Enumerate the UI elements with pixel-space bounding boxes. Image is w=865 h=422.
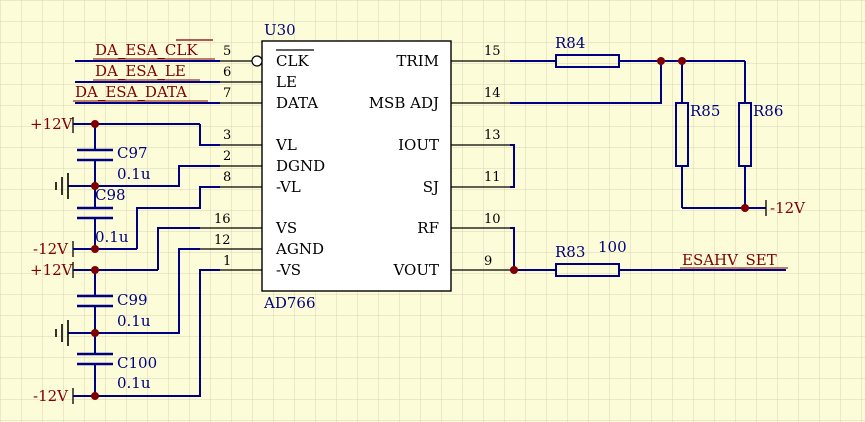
c98-value: 0.1u <box>95 228 129 246</box>
pin-name-vout: VOUT <box>392 261 439 279</box>
pin-name-sj: SJ <box>423 178 439 196</box>
digital-input-nets: DA_ESA_CLK DA_ESA_LE DA_ESA_DATA <box>73 39 220 104</box>
pin-number-15: 15 <box>484 44 501 59</box>
c100-ref[interactable]: C100 <box>117 354 157 372</box>
wire-to-neg-vl <box>136 186 220 249</box>
junction-r85-top <box>678 57 686 65</box>
junction-r86-bottom <box>741 204 749 212</box>
pin-number-10: 10 <box>484 212 501 227</box>
pin-name-vs: VS <box>275 219 297 237</box>
c97-ref[interactable]: C97 <box>117 144 148 162</box>
pin-name-clk: CLK <box>276 52 309 70</box>
pin-number-8: 8 <box>223 170 231 185</box>
junction-trim-msb <box>657 57 665 65</box>
pin-number-3: 3 <box>223 128 231 143</box>
chip-part-number: AD766 <box>263 294 316 312</box>
pin-name-trim: TRIM <box>396 52 439 70</box>
r84-ref: R84 <box>555 34 585 52</box>
pin-name-neg-vs: -VS <box>276 261 301 279</box>
power-label-m12-bottom[interactable]: -12V <box>33 387 69 405</box>
pin-number-2: 2 <box>223 149 231 164</box>
wire-to-vs <box>157 227 200 270</box>
wire-agnd <box>95 248 200 334</box>
junction-gnd1 <box>91 182 99 190</box>
power-label-p12-top[interactable]: +12V <box>30 115 74 133</box>
pin-name-agnd: AGND <box>275 240 324 258</box>
c100-value: 0.1u <box>117 374 151 392</box>
power-label-p12-bottom[interactable]: +12V <box>30 261 74 279</box>
wire-to-neg-vs <box>73 269 220 397</box>
pin-name-data: DATA <box>276 94 318 112</box>
c99-value: 0.1u <box>117 312 151 330</box>
pin-number-13: 13 <box>484 128 501 143</box>
pin-number-14: 14 <box>484 86 501 101</box>
c98-ref[interactable]: C98 <box>95 186 126 204</box>
junction-gnd2 <box>91 329 99 337</box>
pin-name-le: LE <box>276 73 297 91</box>
net-label-data[interactable]: DA_ESA_DATA <box>75 83 187 101</box>
chip-u30[interactable]: U30 AD766 CLK LE DATA VL DGND -VL VS AGN… <box>200 21 510 312</box>
r83-ref: R83 <box>555 243 585 261</box>
net-label-le[interactable]: DA_ESA_LE <box>95 62 186 80</box>
junction-m12-bottom <box>91 392 99 400</box>
pin-number-9: 9 <box>484 254 492 269</box>
junction-m12-mid <box>91 245 99 253</box>
wire-iout-sj <box>510 144 515 188</box>
pin-number-12: 12 <box>214 233 231 248</box>
pin-number-7: 7 <box>223 86 231 101</box>
wire-rf <box>510 227 515 270</box>
analog-network: R84 R85 R86 -12V R83 100 ESAHV_SET <box>510 34 806 277</box>
net-label-clk-prefix[interactable]: DA_ESA_CLK <box>95 41 198 59</box>
chip-body <box>261 40 452 292</box>
pin-number-16: 16 <box>214 212 231 227</box>
junction-p12-bottom <box>91 266 99 274</box>
pin-name-msb-adj: MSB ADJ <box>369 94 439 112</box>
power-label-m12-right[interactable]: -12V <box>770 199 806 217</box>
r86-ref: R86 <box>753 102 783 120</box>
pin-name-neg-vl: -VL <box>276 178 301 196</box>
r85-ref: R85 <box>690 102 720 120</box>
chip-designator: U30 <box>264 21 296 39</box>
pin-name-dgnd: DGND <box>276 157 325 175</box>
pin-number-11: 11 <box>484 170 501 185</box>
junction-rf-vout <box>510 266 518 274</box>
net-label-out[interactable]: ESAHV_SET <box>682 251 777 269</box>
pin-name-rf: RF <box>417 219 439 237</box>
pin-number-6: 6 <box>223 65 231 80</box>
r83-value: 100 <box>598 238 627 256</box>
c97-value: 0.1u <box>117 165 151 183</box>
junction-p12-top <box>91 120 99 128</box>
wire-to-vl <box>199 124 220 146</box>
power-section: +12V C97 0.1u C98 0.1u -12V +12V <box>30 115 220 405</box>
c99-ref[interactable]: C99 <box>117 291 148 309</box>
power-label-m12-mid[interactable]: -12V <box>33 240 69 258</box>
clk-inversion-bubble <box>251 55 263 67</box>
wire-dgnd <box>95 165 220 187</box>
pin-name-vl: VL <box>275 136 297 154</box>
pin-number-1: 1 <box>223 254 231 269</box>
pin-name-iout: IOUT <box>398 136 439 154</box>
wire-msb-adj <box>510 61 662 104</box>
pin-number-5: 5 <box>223 44 231 59</box>
